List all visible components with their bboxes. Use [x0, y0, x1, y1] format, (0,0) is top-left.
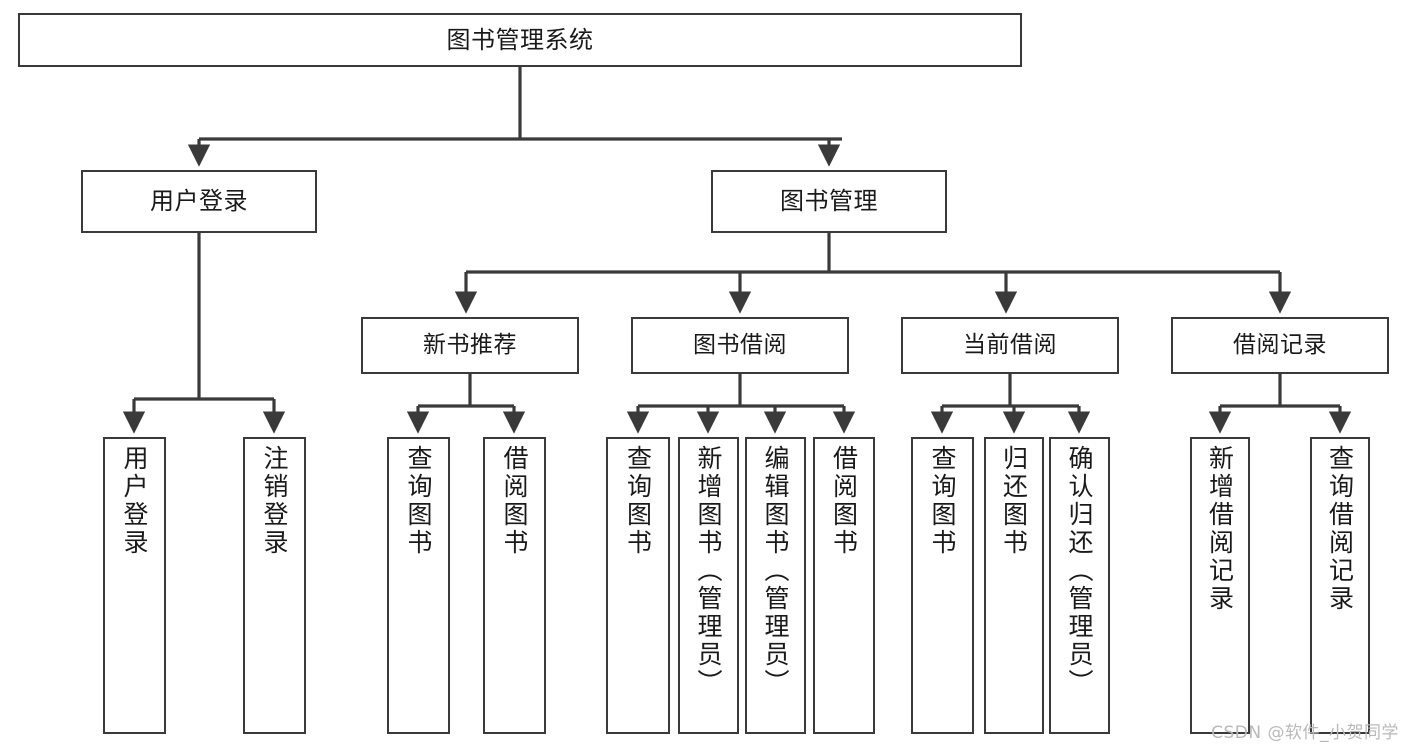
node-leaf-borrow-book-label: 借阅图书 — [829, 445, 859, 557]
node-leaf-borrow-book-new-label: 借阅图书 — [500, 445, 529, 557]
node-book-borrow[interactable]: 图书借阅 — [631, 317, 849, 374]
node-leaf-edit-book-admin-label: 编辑图书（管理员） — [761, 445, 790, 697]
node-current-borrow[interactable]: 当前借阅 — [901, 317, 1119, 374]
node-leaf-user-login[interactable]: 用户登录 — [103, 437, 166, 734]
node-leaf-user-login-label: 用户登录 — [120, 445, 149, 557]
node-borrow-record-label: 借阅记录 — [1233, 331, 1327, 358]
node-leaf-add-book-admin-label: 新增图书（管理员） — [694, 445, 723, 697]
node-book-manage-label: 图书管理 — [780, 187, 878, 216]
node-leaf-query-book-new-label: 查询图书 — [404, 445, 433, 557]
node-leaf-edit-book-admin[interactable]: 编辑图书（管理员） — [745, 437, 806, 734]
node-leaf-query-borrow-record-label: 查询借阅记录 — [1325, 445, 1355, 613]
node-user-login-label: 用户登录 — [150, 187, 248, 216]
node-leaf-query-book-label: 查询图书 — [623, 445, 653, 557]
node-leaf-return-book[interactable]: 归还图书 — [984, 437, 1044, 734]
node-leaf-confirm-return[interactable]: 确认归还（管理员） — [1049, 437, 1110, 734]
node-user-login[interactable]: 用户登录 — [81, 170, 317, 233]
node-leaf-query-book[interactable]: 查询图书 — [606, 437, 670, 734]
node-leaf-confirm-return-label: 确认归还（管理员） — [1065, 445, 1094, 697]
node-leaf-return-book-label: 归还图书 — [999, 445, 1029, 557]
node-new-book-recommend-label: 新书推荐 — [423, 331, 517, 358]
node-leaf-user-logout-label: 注销登录 — [260, 445, 289, 557]
node-leaf-query-book-current-label: 查询图书 — [928, 445, 957, 557]
node-leaf-user-logout[interactable]: 注销登录 — [243, 437, 306, 734]
node-new-book-recommend[interactable]: 新书推荐 — [361, 317, 579, 374]
watermark: CSDN @软件_小贺同学 — [1211, 723, 1399, 743]
node-leaf-query-book-new[interactable]: 查询图书 — [387, 437, 450, 734]
node-borrow-record[interactable]: 借阅记录 — [1171, 317, 1389, 374]
node-leaf-add-book-admin[interactable]: 新增图书（管理员） — [678, 437, 739, 734]
node-leaf-borrow-book[interactable]: 借阅图书 — [813, 437, 875, 734]
node-leaf-query-book-current[interactable]: 查询图书 — [911, 437, 974, 734]
node-root[interactable]: 图书管理系统 — [18, 13, 1022, 67]
node-leaf-borrow-book-new[interactable]: 借阅图书 — [483, 437, 546, 734]
node-leaf-add-borrow-record-label: 新增借阅记录 — [1205, 445, 1235, 613]
node-book-borrow-label: 图书借阅 — [693, 331, 787, 358]
node-root-label: 图书管理系统 — [446, 25, 594, 54]
node-book-manage[interactable]: 图书管理 — [711, 170, 947, 233]
node-current-borrow-label: 当前借阅 — [963, 331, 1057, 358]
node-leaf-add-borrow-record[interactable]: 新增借阅记录 — [1190, 437, 1250, 734]
node-leaf-query-borrow-record[interactable]: 查询借阅记录 — [1310, 437, 1370, 734]
